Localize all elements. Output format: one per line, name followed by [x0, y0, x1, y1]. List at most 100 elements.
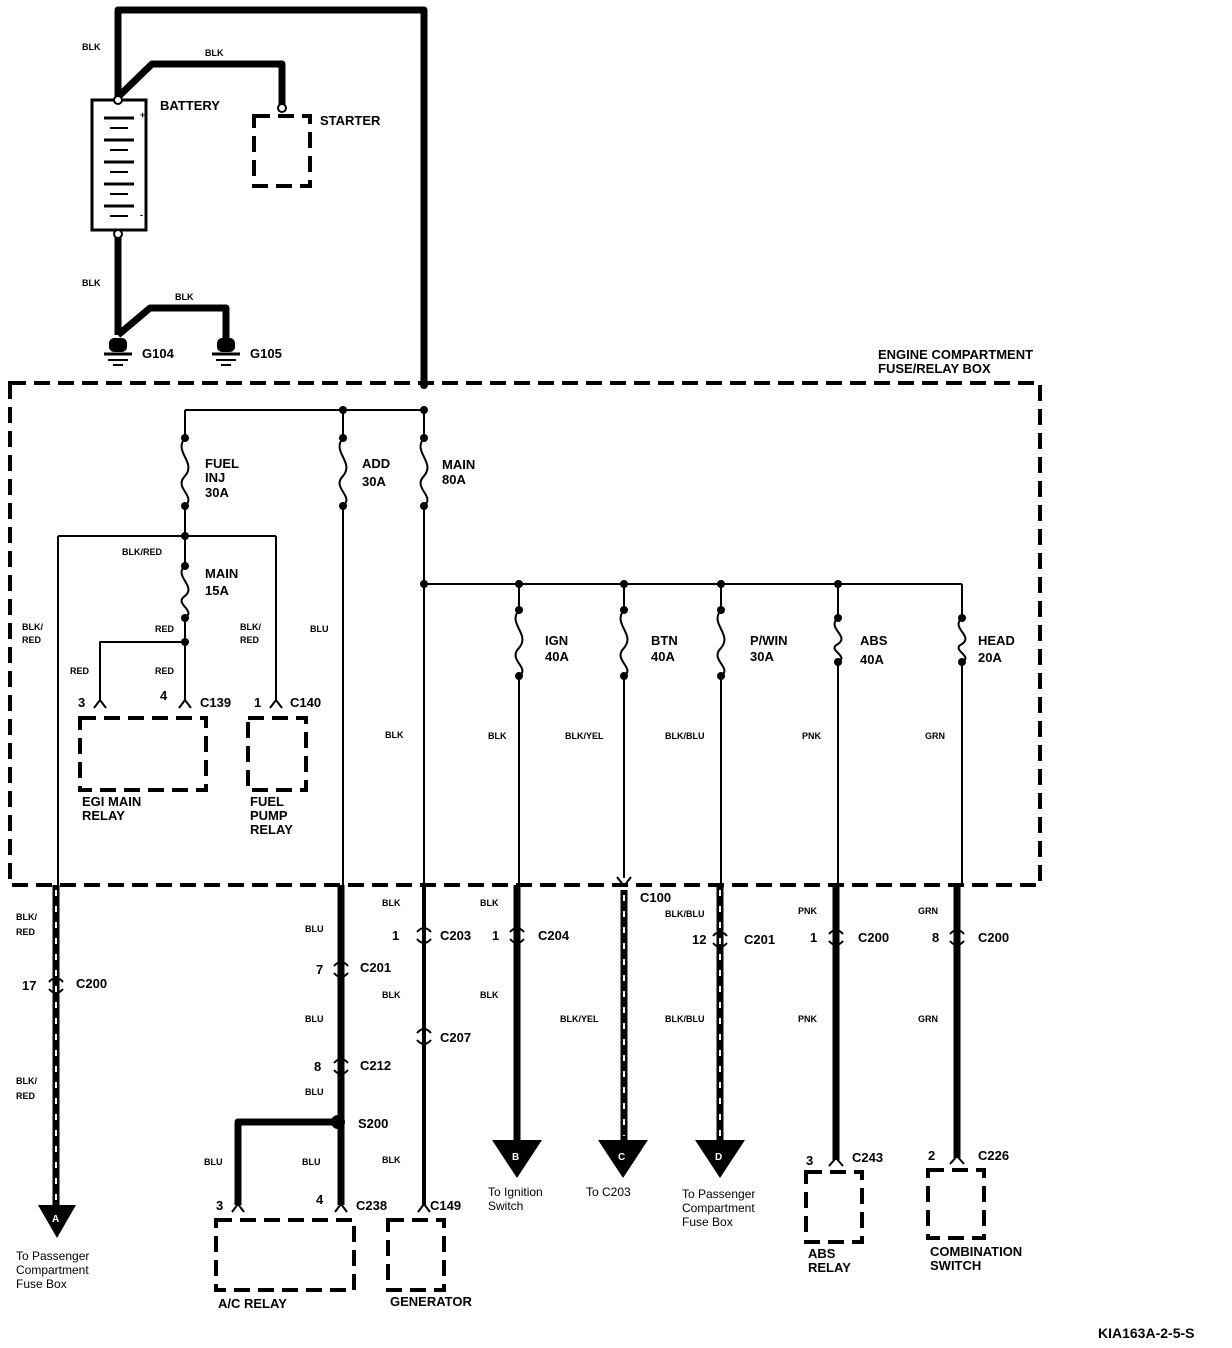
destination-d-line2: Compartment: [682, 1201, 755, 1215]
circuit-b: BLK 1 C204 BLK B To Ignition Switch: [480, 885, 570, 1213]
circuit-a-pin-17: 17: [22, 978, 36, 993]
fuse-box-title-line2: FUSE/RELAY BOX: [878, 361, 991, 376]
destination-d-line1: To Passenger: [682, 1187, 755, 1201]
btn-connector-c100: C100: [640, 890, 671, 905]
lower-fuses: IGN 40A BTN 40A P/WIN 30A ABS 40A HEAD 2…: [488, 580, 1015, 885]
destination-a-arrow: [38, 1205, 76, 1238]
fuse-box-title-line1: ENGINE COMPARTMENT: [878, 347, 1033, 362]
engine-compartment-fuse-box: ENGINE COMPARTMENT FUSE/RELAY BOX FUEL I…: [8, 347, 1042, 887]
abs-relay-label-2: RELAY: [808, 1260, 851, 1275]
destination-a-line3: Fuse Box: [16, 1277, 67, 1291]
ground-icon-g105: [212, 338, 240, 366]
destination-b-letter: B: [512, 1152, 519, 1163]
battery-label: BATTERY: [160, 98, 220, 113]
circuit-a: BLK/ RED 17 C200 BLK/ RED A To Passenger…: [16, 885, 107, 1291]
abs-relay-label-1: ABS: [808, 1246, 836, 1261]
fuse-abs-name: ABS: [860, 633, 888, 648]
gen-wire-color-blk-3: BLK: [382, 1155, 401, 1165]
wire-color-blk-ign: BLK: [488, 731, 507, 741]
egi-main-relay: [78, 716, 208, 792]
pwin-pin-12: 12: [692, 932, 706, 947]
pwin-connector-c201: C201: [744, 932, 775, 947]
abs-wire-color-pnk-2: PNK: [798, 1014, 818, 1024]
circuit-c: C100 BLK/YEL C To C203: [560, 876, 671, 1199]
gen-connector-c203: C203: [440, 928, 471, 943]
combo-pin-2: 2: [928, 1148, 935, 1163]
fuse-head-icon: [957, 584, 967, 885]
wire-color-red-2: RED: [70, 666, 90, 676]
figure-id: KIA163A-2-5-S: [1098, 1325, 1194, 1341]
ground-label-g104: G104: [142, 346, 175, 361]
ac-connector-c238: C238: [356, 1198, 387, 1213]
destination-a-line1: To Passenger: [16, 1249, 89, 1263]
wire-color-blk-red-left-2: RED: [22, 635, 42, 645]
ground-wire-color-blk-2: BLK: [175, 292, 194, 302]
starter-wire-color-blk: BLK: [205, 48, 224, 58]
destination-c-arrow: [598, 1140, 648, 1178]
fuse-abs-rating: 40A: [860, 652, 884, 667]
pwin-wire-color-blk-blu-1: BLK/BLU: [665, 909, 705, 919]
ac-relay-label: A/C RELAY: [218, 1296, 287, 1311]
wire-color-blk-red-pump-2: RED: [240, 635, 260, 645]
combination-switch-label-1: COMBINATION: [930, 1244, 1022, 1259]
ac-relay-pin-4: 4: [316, 1192, 324, 1207]
abs-connector-c243: C243: [852, 1150, 883, 1165]
destination-d-arrow: [695, 1140, 745, 1178]
fuse-pwin-name: P/WIN: [750, 633, 788, 648]
ac-relay: [214, 1218, 356, 1292]
destination-d-line3: Fuse Box: [682, 1215, 733, 1229]
abs-wire-color-pnk-1: PNK: [798, 906, 818, 916]
destination-b-arrow: [492, 1140, 542, 1178]
wire-color-blk-red-pump-1: BLK/: [240, 622, 261, 632]
fuse-fuel-inj-icon: [180, 437, 190, 507]
ground-wire-g105: [115, 304, 230, 340]
fuse-head-name: HEAD: [978, 633, 1015, 648]
destination-b-line2: Switch: [488, 1199, 523, 1213]
circuit-a-wire-color-1: BLK/: [16, 912, 37, 922]
fuel-pump-relay-label-1: FUEL: [250, 794, 284, 809]
wire-color-pnk-abs: PNK: [802, 731, 822, 741]
starter-terminal: [277, 103, 287, 113]
ac-wire-color-blu-3: BLU: [305, 1087, 324, 1097]
head-connector-c200: C200: [978, 930, 1009, 945]
battery-main-feed-wire: [114, 6, 428, 385]
ac-pin-7: 7: [316, 962, 323, 977]
ign-wire-color-blk-2: BLK: [480, 990, 499, 1000]
fuel-pump-relay-pin-1: 1: [254, 695, 261, 710]
battery-positive-terminal: [113, 95, 123, 105]
fuse-main-80a-icon: [419, 437, 429, 507]
destination-a-line2: Compartment: [16, 1263, 89, 1277]
destination-c-letter: C: [618, 1152, 625, 1163]
gen-pin-1: 1: [392, 928, 399, 943]
fuse-main-15a-icon: [180, 536, 190, 642]
egi-relay-pin-4: 4: [160, 688, 168, 703]
battery-wire-color-blk-1: BLK: [82, 42, 101, 52]
ac-wire-color-blu-2: BLU: [305, 1014, 324, 1024]
ign-pin-1: 1: [492, 928, 499, 943]
wire-color-blk-main: BLK: [385, 730, 404, 740]
splice-s200-label: S200: [358, 1116, 388, 1131]
battery-starter-wire: [115, 60, 286, 105]
battery-symbol: [90, 98, 148, 232]
circuit-abs-relay: PNK 1 C200 PNK 3 C243 ABS RELAY: [798, 885, 889, 1275]
destination-c-line1: To C203: [586, 1185, 631, 1199]
generator: [386, 1218, 446, 1292]
wire-color-blk-red-left-1: BLK/: [22, 622, 43, 632]
head-pin-8: 8: [932, 930, 939, 945]
combination-switch: [926, 1168, 986, 1240]
ground-label-g105: G105: [250, 346, 282, 361]
combination-switch-label-2: SWITCH: [930, 1258, 981, 1273]
fuse-main-80a-rating: 80A: [442, 472, 466, 487]
gen-wire-color-blk-1: BLK: [382, 898, 401, 908]
fuse-head-rating: 20A: [978, 650, 1002, 665]
wire-color-blk-yel-btn: BLK/YEL: [565, 731, 604, 741]
head-wire-color-grn-1: GRN: [918, 906, 938, 916]
starter-symbol: [252, 114, 312, 188]
egi-relay-label-1: EGI MAIN: [82, 794, 141, 809]
abs-pin-1: 1: [810, 930, 817, 945]
wire-color-red-3: RED: [155, 666, 175, 676]
egi-relay-label-2: RELAY: [82, 808, 125, 823]
fuse-add-icon: [338, 437, 348, 507]
circuit-a-connector-c200: C200: [76, 976, 107, 991]
